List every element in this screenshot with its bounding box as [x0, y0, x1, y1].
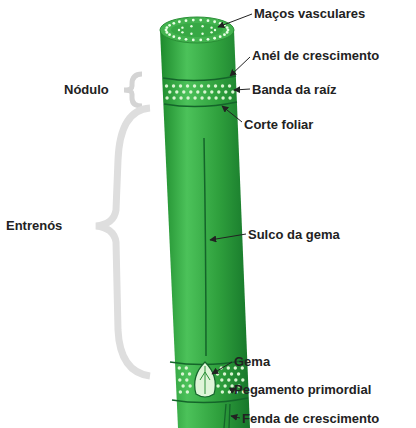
part-label: Maços vasculares [254, 6, 365, 21]
part-label: Banda da raíz [252, 82, 337, 97]
part-label: Fenda de crescimento [242, 411, 379, 426]
growth-ring [163, 76, 236, 81]
growth-crack [224, 404, 230, 428]
part-label: Gema [234, 354, 270, 369]
part-label: Entrenós [6, 218, 62, 233]
part-label: Nódulo [64, 82, 109, 97]
node-bracket [124, 74, 142, 106]
stalk-cross-section [160, 17, 234, 43]
leaf-scar [164, 102, 237, 107]
part-label: Pegamento primordial [234, 382, 371, 397]
part-label: Corte foliar [244, 117, 313, 132]
part-label: Sulco da gema [248, 227, 340, 242]
part-label: Anél de crescimento [252, 48, 379, 63]
bud [195, 362, 216, 397]
bud-groove [204, 138, 206, 356]
internode-bracket [96, 108, 150, 376]
